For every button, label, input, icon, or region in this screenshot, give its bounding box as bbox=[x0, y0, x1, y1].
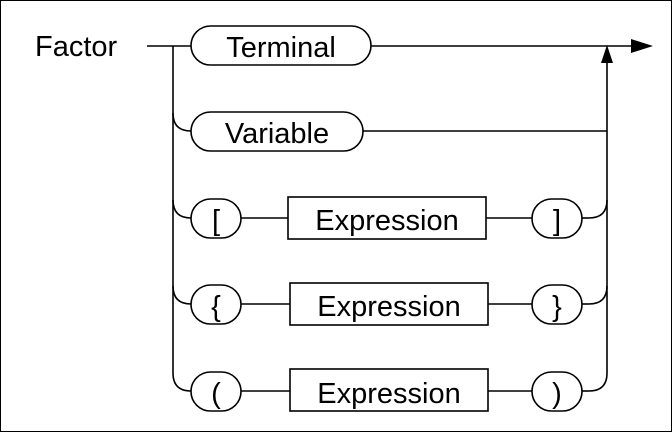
left-curve-alt-5 bbox=[172, 372, 192, 392]
paren-expression-label: Expression bbox=[317, 378, 460, 410]
alternative-terminal: Terminal bbox=[190, 25, 631, 66]
alternative-variable: Variable bbox=[190, 111, 607, 152]
open-square-bracket-label: [ bbox=[212, 205, 220, 237]
exit-arrow-icon bbox=[631, 39, 653, 53]
alternative-square-brackets: [ Expression ] bbox=[190, 196, 608, 240]
square-expression-label: Expression bbox=[315, 205, 458, 237]
left-curve-alt-3 bbox=[172, 199, 192, 219]
right-curve-alt-5 bbox=[588, 372, 608, 392]
rule-name-label: Factor bbox=[35, 31, 118, 63]
curly-expression-box bbox=[289, 282, 489, 326]
open-paren-label: ( bbox=[211, 378, 221, 410]
terminal-label: Terminal bbox=[226, 32, 336, 64]
paren-expression-box bbox=[289, 368, 489, 412]
alternative-parentheses: ( Expression ) bbox=[190, 368, 608, 412]
right-curve-alt-3 bbox=[588, 199, 608, 219]
variable-label: Variable bbox=[225, 118, 329, 150]
left-curve-alt-4 bbox=[172, 285, 192, 305]
alternative-curly-braces: { Expression } bbox=[190, 282, 608, 326]
close-paren-label: ) bbox=[552, 378, 562, 410]
curly-expression-label: Expression bbox=[317, 291, 460, 323]
open-curly-brace-label: { bbox=[211, 291, 221, 323]
close-square-bracket-label: ] bbox=[553, 205, 561, 237]
right-curve-alt-4 bbox=[588, 285, 608, 305]
up-arrow-icon bbox=[601, 45, 613, 63]
left-curve-alt-2 bbox=[172, 112, 192, 132]
close-curly-brace-label: } bbox=[552, 291, 562, 323]
